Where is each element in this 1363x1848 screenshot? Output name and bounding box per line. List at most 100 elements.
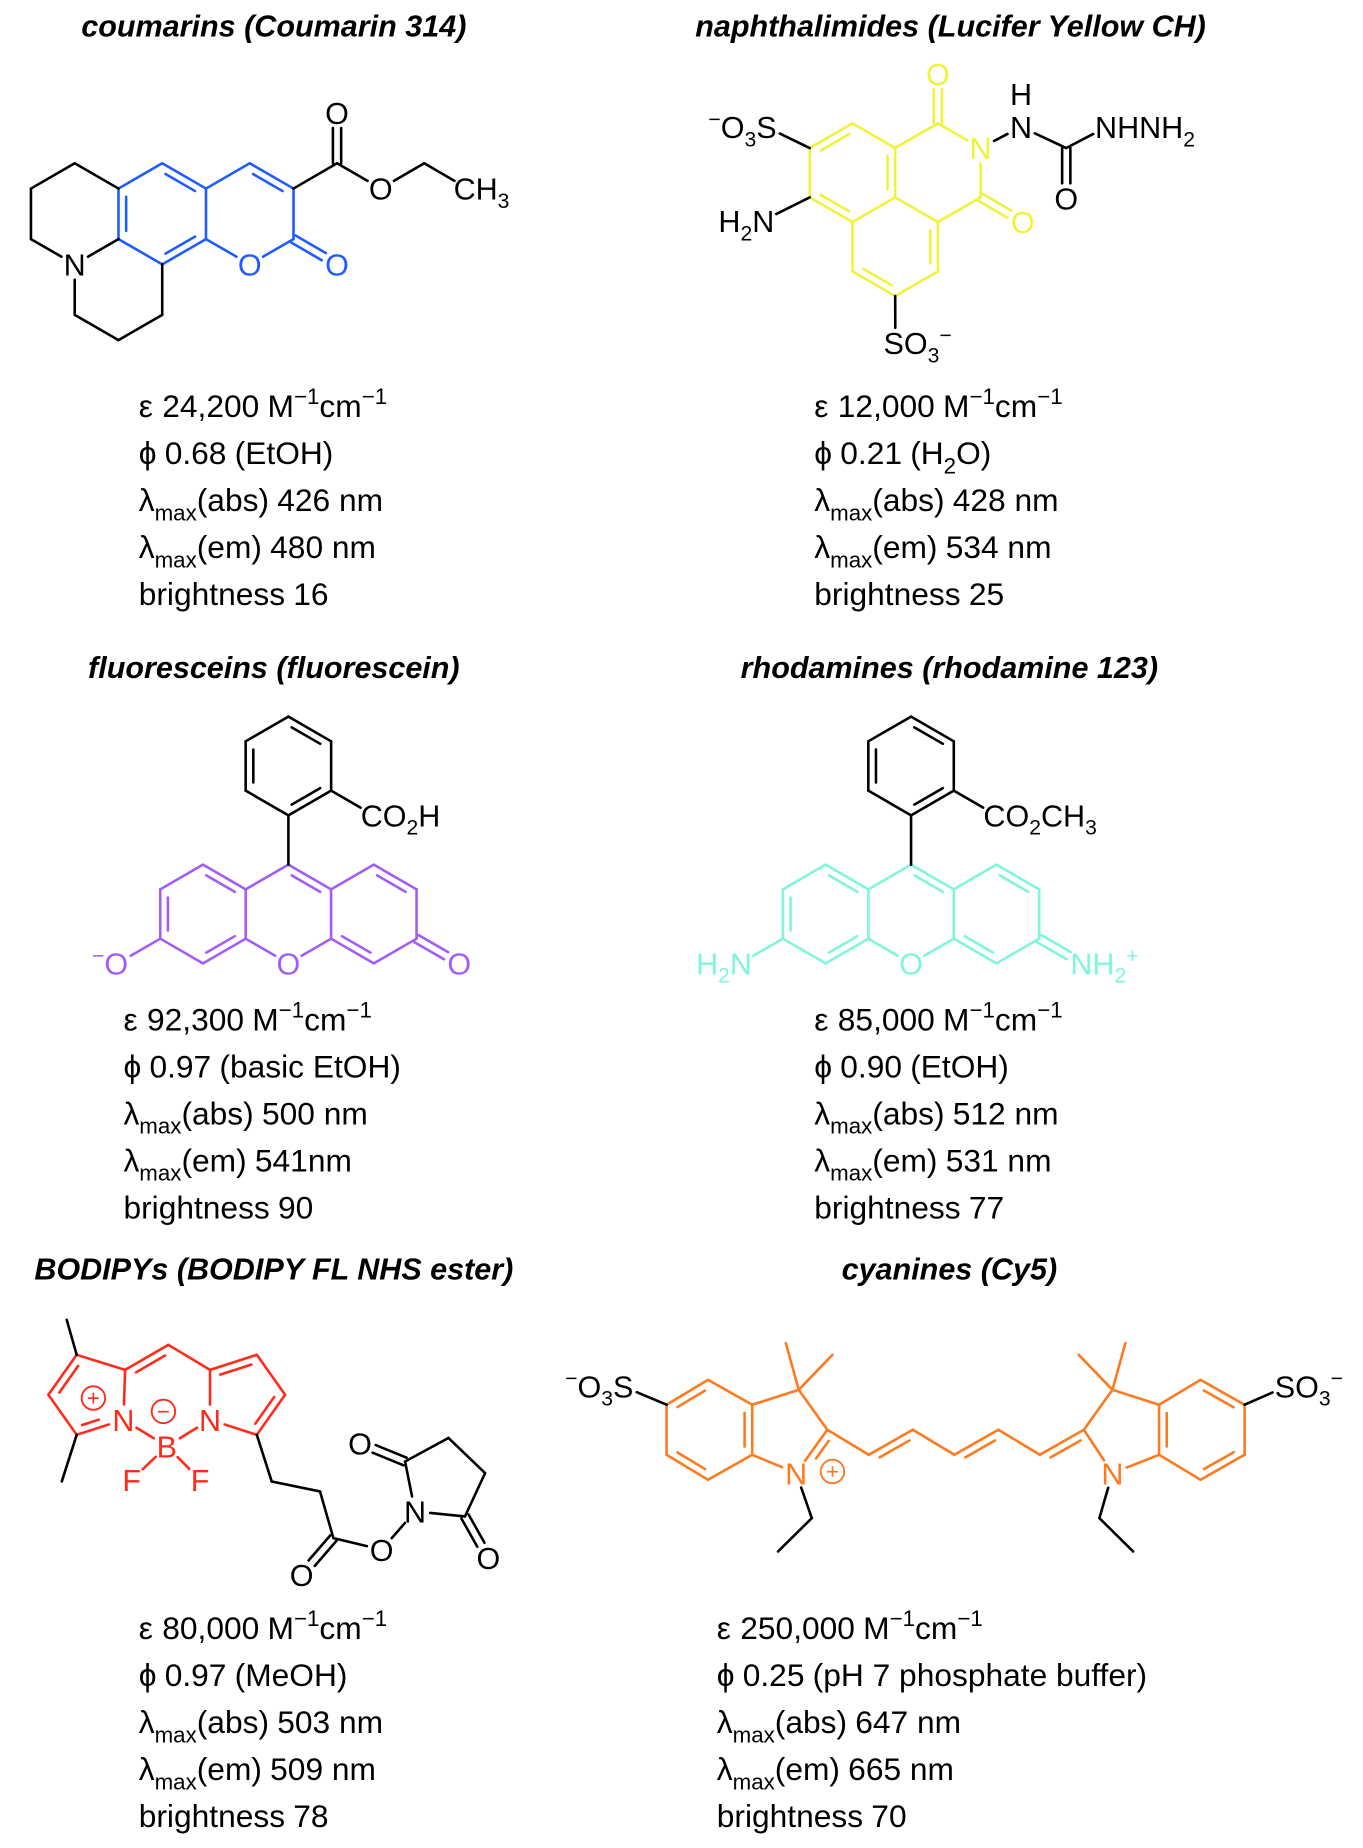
text-segment: −1: [362, 384, 387, 409]
subscript: 3: [1085, 817, 1097, 840]
text-segment: (em): [181, 1142, 246, 1178]
bond: [808, 196, 854, 224]
atom-label: O: [1011, 206, 1035, 240]
bond: [141, 1455, 158, 1471]
text-segment: O: [1011, 206, 1035, 240]
text-segment: ε: [123, 1001, 137, 1037]
value: 78: [293, 1798, 328, 1834]
formal-charge: +: [87, 1386, 100, 1411]
atom-label: SO3−: [884, 324, 952, 367]
bond: [797, 1353, 834, 1392]
bond: [467, 1513, 486, 1545]
bond: [778, 132, 811, 150]
text-segment: −1: [294, 384, 319, 409]
bond: [80, 1418, 101, 1427]
text-segment: O: [348, 1427, 372, 1461]
text-segment: O: [476, 1542, 500, 1576]
superscript: −: [92, 945, 104, 968]
bond: [332, 1536, 369, 1548]
dye-class-title: rhodamines (rhodamine 123): [741, 651, 1158, 685]
text-segment: O: [577, 1370, 601, 1404]
text-segment: brightness: [139, 1798, 285, 1834]
absorption-max: λmax(abs)428 nm: [814, 482, 1058, 525]
value: 25: [969, 576, 1004, 612]
bond: [997, 1428, 1042, 1457]
value: 428 nm: [953, 482, 1059, 518]
bond: [244, 937, 277, 958]
bond: [300, 937, 333, 958]
bond: [290, 874, 322, 894]
subscript: 2: [718, 965, 730, 988]
bond: [1243, 1391, 1274, 1407]
bond: [862, 267, 894, 287]
atom-label: N: [112, 1404, 134, 1438]
bond: [428, 1511, 467, 1518]
bond: [784, 1341, 801, 1392]
solvent: (H: [910, 435, 943, 471]
bond: [261, 237, 295, 258]
text-segment: O: [369, 173, 393, 207]
atom-label: N: [64, 248, 86, 282]
bond: [995, 863, 1041, 891]
emission-max: λmax(em)541nm: [123, 1142, 351, 1185]
bond: [29, 162, 76, 190]
bond: [851, 122, 897, 150]
emission-max: λmax(em)534 nm: [814, 529, 1051, 572]
bond: [340, 934, 372, 954]
atom-label: O: [926, 58, 950, 92]
unit: M: [252, 1001, 278, 1037]
value: 509 nm: [270, 1751, 376, 1787]
bond: [270, 1480, 322, 1493]
text-segment: (em): [197, 1751, 262, 1787]
text-segment: N: [970, 132, 992, 166]
text-segment: O: [238, 248, 262, 282]
text-segment: ϕ: [139, 1657, 157, 1693]
subscript: 2: [1114, 965, 1126, 988]
bond: [676, 1451, 707, 1471]
text-segment: brightness: [123, 1189, 269, 1225]
value: 512 nm: [953, 1095, 1059, 1131]
value: 250,000: [740, 1610, 855, 1646]
emission-max: λmax(em)480 nm: [139, 529, 376, 572]
bond: [129, 937, 162, 958]
text-segment: H: [696, 948, 718, 982]
value: 480 nm: [270, 529, 376, 565]
bond: [460, 1517, 479, 1549]
bond: [201, 863, 248, 891]
atom-label: O: [325, 97, 349, 131]
bond: [176, 1455, 191, 1471]
text-segment: NH: [1070, 948, 1114, 982]
charge-circle: [819, 1458, 846, 1485]
charge-circle: [150, 1398, 177, 1425]
text-segment: ϕ: [717, 1657, 735, 1693]
bond: [819, 132, 851, 152]
bond: [307, 1534, 332, 1562]
text-segment: O: [1054, 183, 1078, 217]
value: 0.25: [743, 1657, 805, 1693]
text-segment: (abs): [197, 482, 269, 518]
value: 426 nm: [277, 482, 383, 518]
text-segment: O: [325, 248, 349, 282]
atom-label: H: [1010, 78, 1032, 112]
bond: [158, 863, 205, 891]
atom-label: O: [370, 1534, 394, 1568]
bond: [913, 874, 945, 894]
bond: [808, 122, 854, 150]
bond: [1111, 1388, 1161, 1407]
emission-max: λmax(em)531 nm: [814, 1142, 1051, 1185]
bond: [248, 162, 295, 190]
bond: [867, 937, 900, 958]
solvent: (basic EtOH): [219, 1048, 401, 1084]
value: 531 nm: [946, 1142, 1052, 1178]
text-segment: N: [64, 248, 86, 282]
subscript: 3: [1319, 1388, 1331, 1411]
atom-label: −O3S: [708, 108, 776, 151]
text-segment: (abs): [775, 1704, 847, 1740]
bond: [981, 192, 1013, 213]
value: 0.21: [840, 435, 902, 471]
bond: [374, 1443, 408, 1459]
